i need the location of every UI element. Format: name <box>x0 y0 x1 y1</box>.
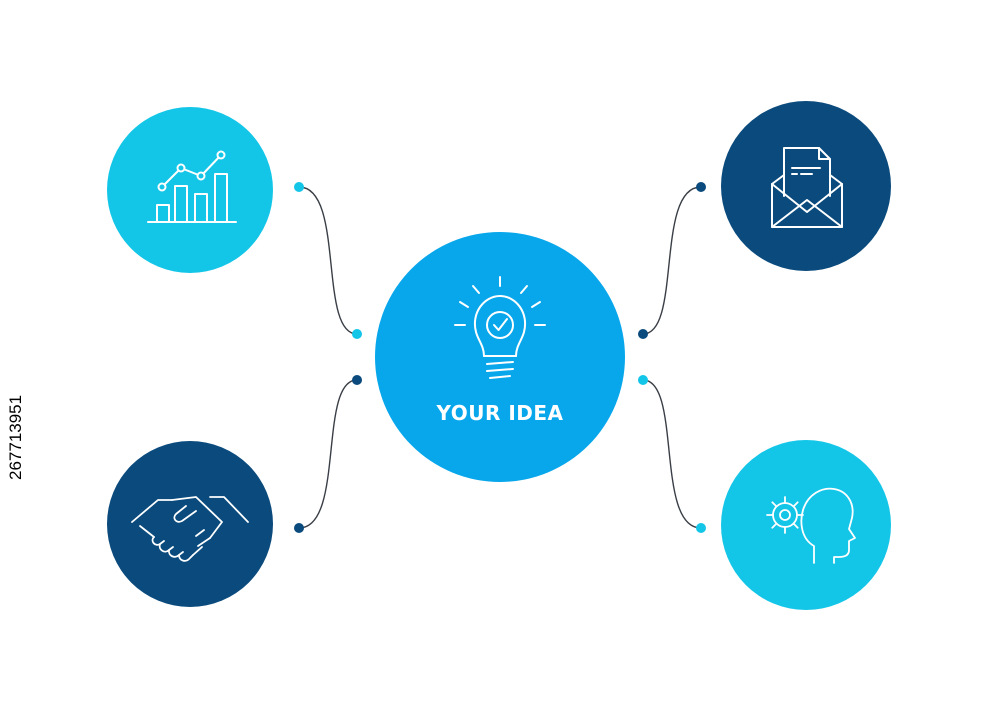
connector-dot <box>294 182 304 192</box>
connector-dot <box>352 375 362 385</box>
node-bottom-left <box>107 441 273 607</box>
head-gear-icon <box>766 487 856 564</box>
node-circle <box>107 107 273 273</box>
connector-dot <box>638 329 648 339</box>
node-top-left <box>107 107 273 273</box>
connector-bottom-right <box>642 379 702 529</box>
stock-id-label: 267713951 <box>6 394 25 480</box>
lightbulb-check-icon <box>454 276 546 379</box>
connector-dot <box>696 182 706 192</box>
connector-dot <box>294 523 304 533</box>
center-title: YOUR IDEA <box>435 401 563 425</box>
node-top-right <box>721 101 891 271</box>
bar-chart-growth-icon <box>147 150 237 223</box>
connector-dot <box>352 329 362 339</box>
envelope-document-icon <box>771 147 843 228</box>
connector-top-right <box>642 186 702 335</box>
connector-dot <box>638 375 648 385</box>
connector-dot <box>696 523 706 533</box>
node-circle <box>721 101 891 271</box>
connector-bottom-left <box>298 379 358 529</box>
handshake-icon <box>131 496 249 562</box>
center-node: YOUR IDEA <box>375 232 625 482</box>
node-bottom-right <box>721 440 891 610</box>
node-circle <box>107 441 273 607</box>
gear-icon <box>766 496 804 534</box>
node-circle <box>721 440 891 610</box>
connector-top-left <box>298 186 358 335</box>
connectors <box>298 186 702 529</box>
